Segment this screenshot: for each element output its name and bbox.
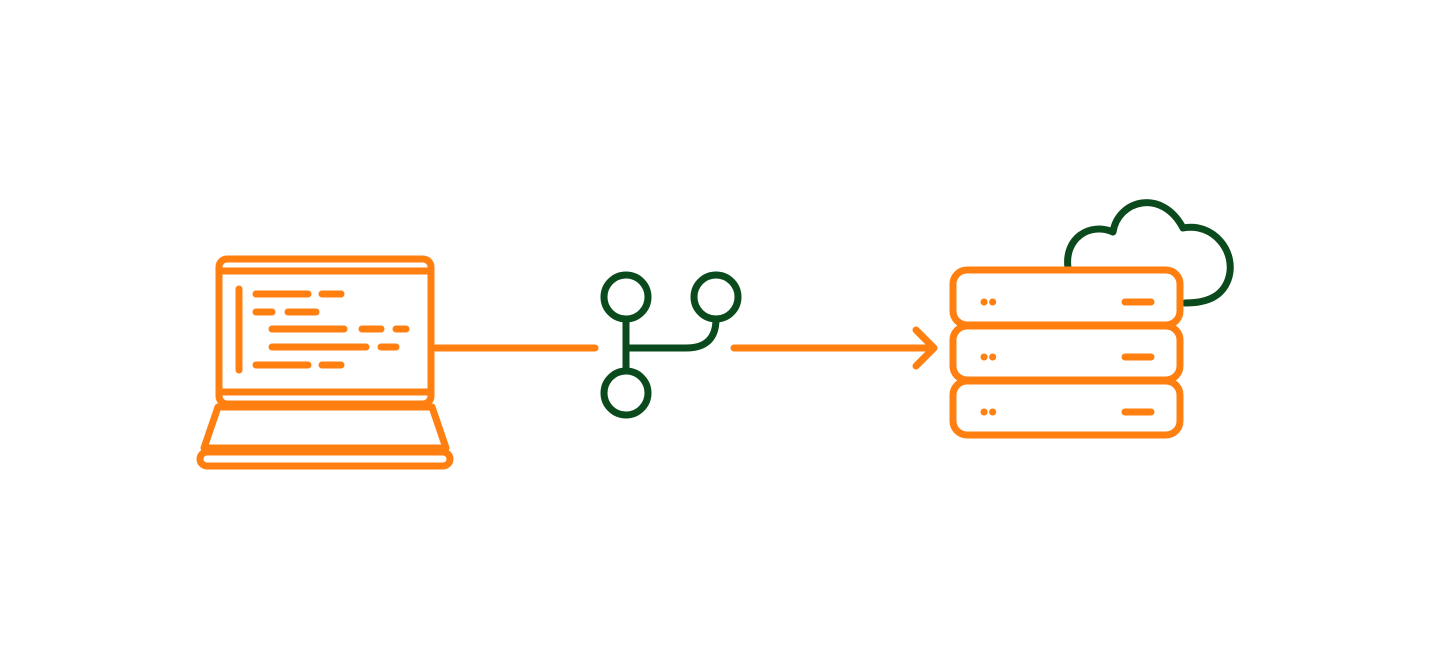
laptop-base [200,403,450,452]
git-branch-icon [600,271,742,419]
server-unit [949,266,1184,329]
server-unit [949,377,1184,439]
branch-node-bottom [600,367,652,419]
server-unit-frame [949,322,1184,384]
laptop-code-icon [196,255,454,470]
laptop-base-edge [196,448,454,470]
server-unit [949,322,1184,384]
branch-node-top-right [690,271,742,323]
arrow-head-icon [912,326,938,370]
server-unit-frame [949,266,1184,329]
branch-fork [622,315,720,352]
code-lines [252,290,410,369]
server-unit-frame [949,377,1184,439]
branch-node-top-left [600,271,652,323]
cloud-icon [1064,199,1234,307]
connector-arrow [730,326,938,370]
server-stack-icon [949,266,1184,439]
